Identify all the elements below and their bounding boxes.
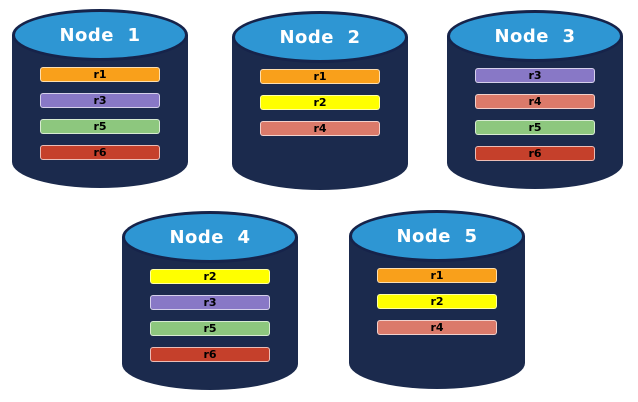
replica-label: r3 [528,69,542,82]
replica-bar: r2 [150,269,270,284]
cylinder-top-ellipse: Node 3 [447,10,623,62]
node-title: Node 4 [169,226,251,248]
replica-bar: r5 [40,119,160,134]
replica-bar: r4 [377,320,497,335]
node-title: Node 2 [279,26,361,48]
replica-bar: r6 [475,146,595,161]
replica-label: r2 [430,295,444,308]
replica-label: r6 [528,147,542,160]
replica-bar: r2 [377,294,497,309]
database-node: Node 5 r1 r2 r4 [349,210,525,389]
replica-label: r5 [528,121,542,134]
replica-bar: r3 [150,295,270,310]
replica-label: r1 [430,269,444,282]
replica-label: r5 [93,120,107,133]
replica-label: r6 [93,146,107,159]
cylinder-top-ellipse: Node 5 [349,210,525,262]
replica-bar: r6 [40,145,160,160]
replica-label: r1 [93,68,107,81]
replica-label: r4 [313,122,327,135]
replica-label: r6 [203,348,217,361]
replica-bar: r1 [260,69,380,84]
replica-bar: r5 [150,321,270,336]
database-node: Node 1 r1 r3 r5 r6 [12,9,188,188]
replica-label: r2 [313,96,327,109]
database-node: Node 4 r2 r3 r5 r6 [122,211,298,390]
replica-label: r4 [528,95,542,108]
replica-bar: r2 [260,95,380,110]
replica-bar: r1 [40,67,160,82]
replica-bar: r6 [150,347,270,362]
replica-label: r2 [203,270,217,283]
node-title: Node 1 [59,24,141,46]
replica-label: r3 [93,94,107,107]
node-title: Node 3 [494,25,576,47]
replica-label: r5 [203,322,217,335]
database-node: Node 3 r3 r4 r5 r6 [447,10,623,189]
replica-bar: r4 [260,121,380,136]
replica-label: r1 [313,70,327,83]
node-title: Node 5 [396,225,478,247]
replica-bar: r5 [475,120,595,135]
cylinder-top-ellipse: Node 2 [232,11,408,63]
replica-label: r3 [203,296,217,309]
replica-list: r2 r3 r5 r6 [150,269,270,362]
replica-bar: r4 [475,94,595,109]
replica-list: r1 r2 r4 [260,69,380,136]
database-node: Node 2 r1 r2 r4 [232,11,408,190]
replica-bar: r3 [40,93,160,108]
replica-bar: r3 [475,68,595,83]
replica-bar: r1 [377,268,497,283]
replica-list: r1 r2 r4 [377,268,497,335]
replica-list: r1 r3 r5 r6 [40,67,160,160]
cylinder-top-ellipse: Node 4 [122,211,298,263]
replica-label: r4 [430,321,444,334]
replica-list: r3 r4 r5 r6 [475,68,595,161]
cylinder-top-ellipse: Node 1 [12,9,188,61]
